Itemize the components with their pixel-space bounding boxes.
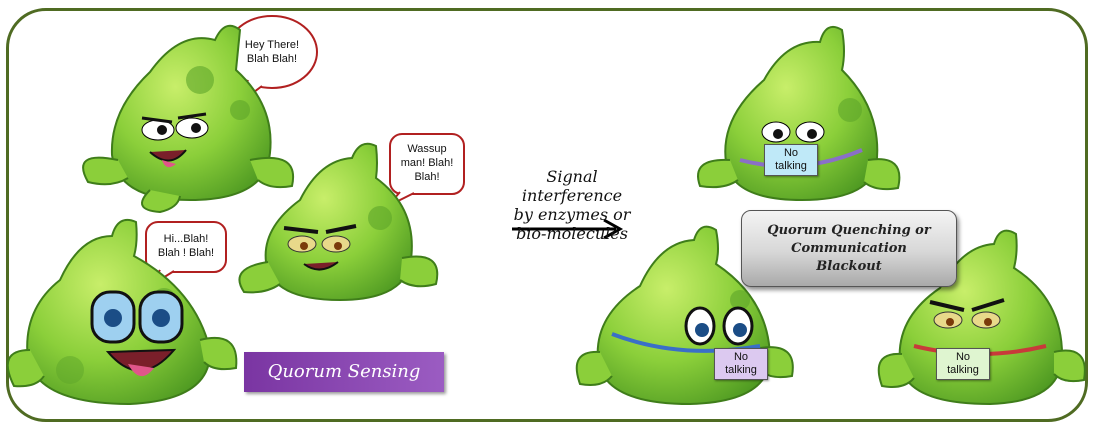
bubble-left-line: Hi...Blah! [148,232,224,246]
tag-line: talking [769,160,813,173]
signal-line: interference [502,186,642,205]
bubble-top-line: Blah Blah! [232,52,312,66]
quorum-quenching-line: Blackout [742,258,956,276]
tag-line: talking [719,364,763,377]
quorum-quenching-line: Quorum Quenching or [742,222,956,240]
bubble-left-line: Blah ! Blah! [148,246,224,260]
tag-line: No [719,351,763,364]
no-talking-tag-right: No talking [936,348,990,380]
bubble-middle-line: man! Blah! [392,156,462,170]
bubble-middle-line: Blah! [392,170,462,184]
quorum-quenching-box: Quorum Quenching or Communication Blacko… [741,210,957,287]
signal-line: Signal [502,167,642,186]
tag-line: talking [941,364,985,377]
speech-bubble-middle-text: Wassup man! Blah! Blah! [392,142,462,184]
quorum-sensing-label: Quorum Sensing [244,352,444,392]
tag-line: No [941,351,985,364]
speech-bubble-top-text: Hey There! Blah Blah! [232,38,312,66]
bubble-top-line: Hey There! [232,38,312,52]
signal-line: by enzymes or [502,205,642,224]
quorum-quenching-line: Communication [742,240,956,258]
speech-bubble-left-text: Hi...Blah! Blah ! Blah! [148,232,224,260]
bubble-middle-line: Wassup [392,142,462,156]
no-talking-tag-middle: No talking [714,348,768,380]
no-talking-tag-top: No talking [764,144,818,176]
tag-line: No [769,147,813,160]
signal-interference-text: Signal interference by enzymes or bio-mo… [502,167,642,243]
signal-line: bio-molecules [502,224,642,243]
